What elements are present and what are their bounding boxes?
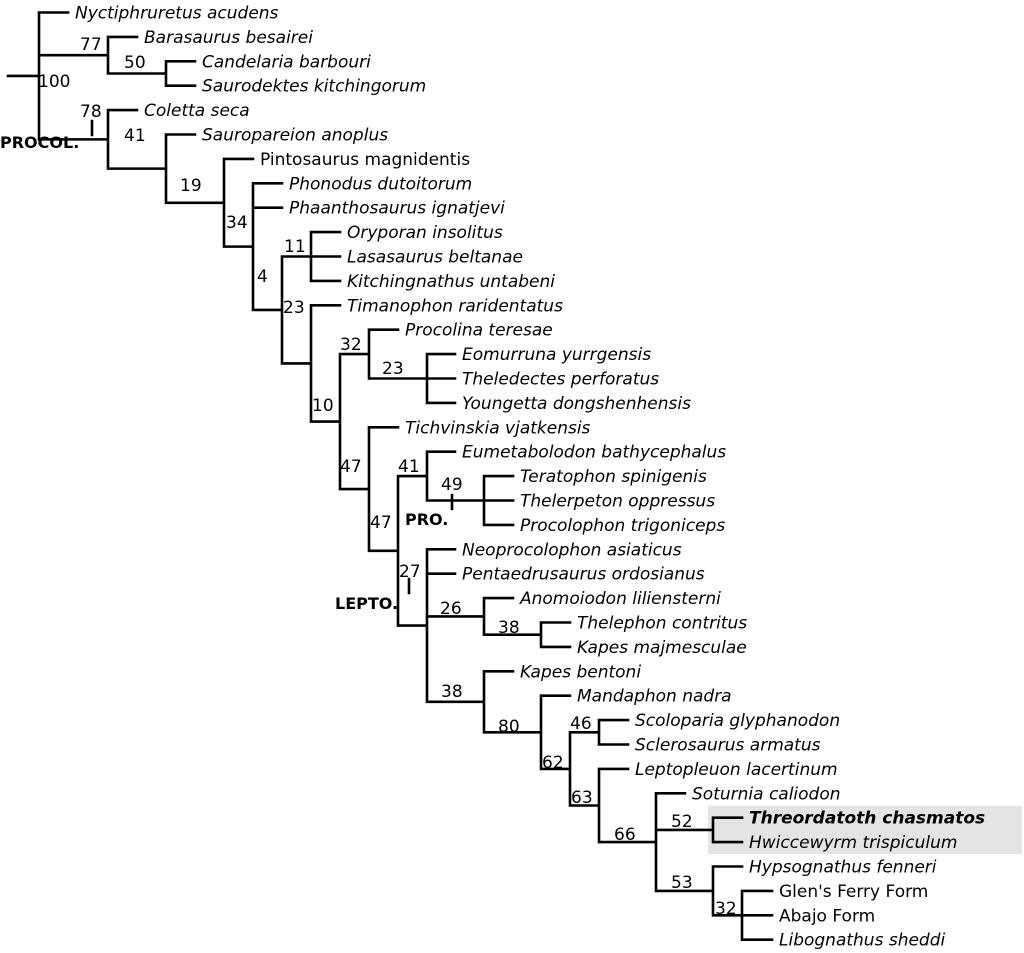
taxon-label: Thelerpeton oppressus — [520, 492, 715, 512]
taxon-label: Candelaria barbouri — [202, 52, 371, 72]
support-value: 66 — [614, 825, 636, 845]
taxon-label: Barasaurus besairei — [144, 28, 313, 48]
support-value: 47 — [340, 457, 362, 477]
taxon-label: Kapes majmesculae — [577, 638, 747, 658]
support-value: 63 — [571, 788, 593, 808]
taxon-label: Sauropareion anoplus — [202, 126, 388, 146]
support-value: 50 — [124, 53, 146, 73]
taxon-label: Tichvinskia vjatkensis — [405, 418, 591, 438]
taxon-label: Abajo Form — [779, 906, 875, 926]
taxon-label: Timanophon raridentatus — [347, 296, 563, 316]
taxon-label: Youngetta dongshenhensis — [462, 394, 691, 414]
support-value: 41 — [398, 457, 420, 477]
taxon-label: Hwiccewyrm trispiculum — [749, 833, 957, 853]
support-value: 34 — [226, 213, 248, 233]
taxon-label: Theledectes perforatus — [462, 370, 659, 390]
taxon-label: Teratophon spinigenis — [520, 467, 707, 487]
support-value: 27 — [399, 562, 421, 582]
taxon-label: Saurodektes kitchingorum — [202, 77, 426, 97]
taxon-label: Kitchingnathus untabeni — [347, 272, 555, 292]
support-value: 46 — [570, 714, 592, 734]
support-value: 38 — [498, 618, 520, 638]
clade-label: LEPTO. — [335, 594, 398, 613]
clade-ticks — [90, 119, 454, 595]
taxon-label: Nyctiphruretus acudens — [75, 4, 279, 24]
taxon-label: Mandaphon nadra — [577, 687, 732, 707]
taxon-label: Procolophon trigoniceps — [520, 516, 725, 536]
support-value: 23 — [382, 359, 404, 379]
support-value: 32 — [340, 335, 362, 355]
taxon-label: Thelephon contritus — [577, 614, 747, 634]
support-value: 80 — [498, 717, 520, 737]
taxon-label: Oryporan insolitus — [347, 223, 503, 243]
support-value: 47 — [370, 513, 392, 533]
support-value: 38 — [441, 682, 463, 702]
taxon-label: Eomurruna yurrgensis — [462, 345, 651, 365]
taxon-label: Coletta seca — [144, 101, 250, 121]
taxon-label: Hypsognathus fenneri — [749, 858, 937, 878]
taxon-label: Libognathus sheddi — [779, 931, 946, 951]
support-value: 62 — [542, 753, 564, 773]
support-value: 41 — [124, 126, 146, 146]
taxon-label: Phonodus dutoitorum — [289, 174, 472, 194]
support-value: 77 — [80, 35, 102, 55]
taxon-label: Leptopleuon lacertinum — [635, 760, 838, 780]
support-value: 32 — [715, 899, 737, 919]
support-value: 26 — [440, 599, 462, 619]
support-value: 78 — [80, 102, 102, 122]
support-value: 49 — [441, 475, 463, 495]
taxon-label: Neoprocolophon asiaticus — [462, 540, 682, 560]
taxon-label: Soturnia caliodon — [692, 784, 841, 804]
clade-label: PRO. — [405, 510, 448, 529]
taxon-label: Phaanthosaurus ignatjevi — [289, 199, 505, 219]
support-value: 10 — [312, 396, 334, 416]
taxon-label: Sclerosaurus armatus — [635, 736, 821, 756]
taxon-label: Scoloparia glyphanodon — [635, 711, 840, 731]
taxon-label: Pentaedrusaurus ordosianus — [462, 565, 705, 585]
support-value: 53 — [671, 873, 693, 893]
taxon-label: Eumetabolodon bathycephalus — [462, 443, 726, 463]
taxon-label: Kapes bentoni — [520, 662, 641, 682]
clade-label: PROCOL. — [0, 133, 79, 152]
taxon-label: Pintosaurus magnidentis — [260, 150, 470, 170]
highlight-box — [708, 805, 1022, 855]
support-value: 23 — [283, 298, 305, 318]
taxon-label: Procolina teresae — [405, 321, 553, 341]
support-value: 52 — [671, 812, 693, 832]
support-value: 19 — [180, 176, 202, 196]
tree-branches — [6, 11, 774, 941]
support-value: 4 — [257, 267, 268, 287]
support-value: 100 — [38, 72, 70, 92]
taxon-label: Glen's Ferry Form — [779, 882, 928, 902]
taxon-label: Anomoiodon liliensterni — [519, 589, 721, 609]
support-value: 11 — [284, 237, 306, 257]
taxon-label: Lasasaurus beltanae — [347, 248, 523, 268]
taxon-label: Threordatoth chasmatos — [749, 809, 985, 829]
